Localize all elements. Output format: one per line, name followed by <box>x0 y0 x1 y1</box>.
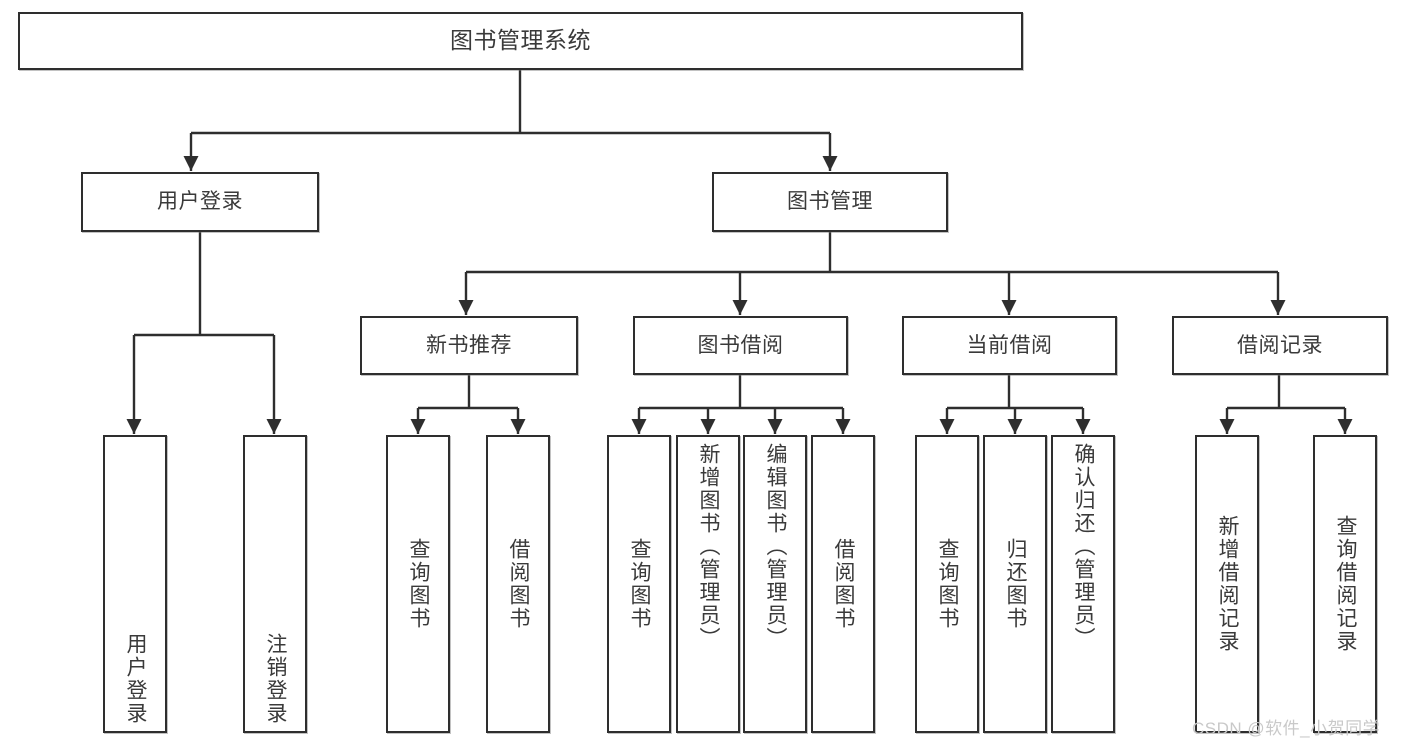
node-label-leaf-add-book-admin: 新增图书（管理员） <box>697 443 721 650</box>
node-leaf-return-book[interactable]: 归还图书 <box>983 435 1047 733</box>
node-leaf-query-borrow-record[interactable]: 查询借阅记录 <box>1313 435 1377 733</box>
node-leaf-borrow-book-1[interactable]: 借阅图书 <box>486 435 550 733</box>
node-label-book-manage: 图书管理 <box>787 190 873 214</box>
node-label-leaf-query-book-3: 查询图书 <box>936 538 960 630</box>
connector-layer <box>126 70 1353 434</box>
connector-book-borrow-to-leaves <box>631 375 851 434</box>
node-leaf-confirm-return-admin[interactable]: 确认归还（管理员） <box>1051 435 1115 733</box>
node-book-manage[interactable]: 图书管理 <box>712 172 948 232</box>
node-label-leaf-return-book: 归还图书 <box>1004 538 1028 630</box>
node-leaf-edit-book-admin[interactable]: 编辑图书（管理员） <box>743 435 807 733</box>
node-leaf-query-book-3[interactable]: 查询图书 <box>915 435 979 733</box>
node-label-current-borrow: 当前借阅 <box>966 333 1053 357</box>
connector-borrow-record-to-leaves <box>1219 375 1353 434</box>
node-label-leaf-add-borrow-record: 新增借阅记录 <box>1216 515 1240 653</box>
node-leaf-logout[interactable]: 注销登录 <box>243 435 307 733</box>
node-current-borrow[interactable]: 当前借阅 <box>902 316 1117 375</box>
node-label-borrow-record: 借阅记录 <box>1237 333 1323 357</box>
node-leaf-borrow-book-2[interactable]: 借阅图书 <box>811 435 875 733</box>
connector-user-login-to-leaves <box>126 232 282 434</box>
node-label-book-borrow: 图书借阅 <box>697 333 784 357</box>
node-label-leaf-user-login: 用户登录 <box>124 633 148 725</box>
connector-book-manage-to-level2 <box>458 232 1286 315</box>
node-borrow-record[interactable]: 借阅记录 <box>1172 316 1388 375</box>
node-label-leaf-borrow-book-1: 借阅图书 <box>507 538 531 630</box>
node-label-root: 图书管理系统 <box>450 27 591 54</box>
node-label-user-login: 用户登录 <box>157 190 243 214</box>
node-leaf-query-book-2[interactable]: 查询图书 <box>607 435 671 733</box>
node-label-new-book-recommend: 新书推荐 <box>426 333 512 357</box>
node-user-login[interactable]: 用户登录 <box>81 172 319 232</box>
node-root[interactable]: 图书管理系统 <box>18 12 1023 70</box>
node-label-leaf-query-book-1: 查询图书 <box>407 538 431 630</box>
node-new-book-recommend[interactable]: 新书推荐 <box>360 316 578 375</box>
node-label-leaf-query-book-2: 查询图书 <box>628 538 652 630</box>
node-label-leaf-logout: 注销登录 <box>264 633 288 725</box>
node-leaf-query-book-1[interactable]: 查询图书 <box>386 435 450 733</box>
node-label-leaf-confirm-return-admin: 确认归还（管理员） <box>1072 443 1096 650</box>
node-label-leaf-query-borrow-record: 查询借阅记录 <box>1334 515 1358 653</box>
connector-root-to-level1 <box>183 70 838 171</box>
connector-current-borrow-to-leaves <box>939 375 1091 434</box>
node-book-borrow[interactable]: 图书借阅 <box>633 316 848 375</box>
connector-new-book-recommend-to-leaves <box>410 375 526 434</box>
node-label-leaf-edit-book-admin: 编辑图书（管理员） <box>764 443 788 650</box>
node-label-leaf-borrow-book-2: 借阅图书 <box>832 538 856 630</box>
node-leaf-add-borrow-record[interactable]: 新增借阅记录 <box>1195 435 1259 733</box>
node-leaf-add-book-admin[interactable]: 新增图书（管理员） <box>676 435 740 733</box>
node-leaf-user-login[interactable]: 用户登录 <box>103 435 167 733</box>
